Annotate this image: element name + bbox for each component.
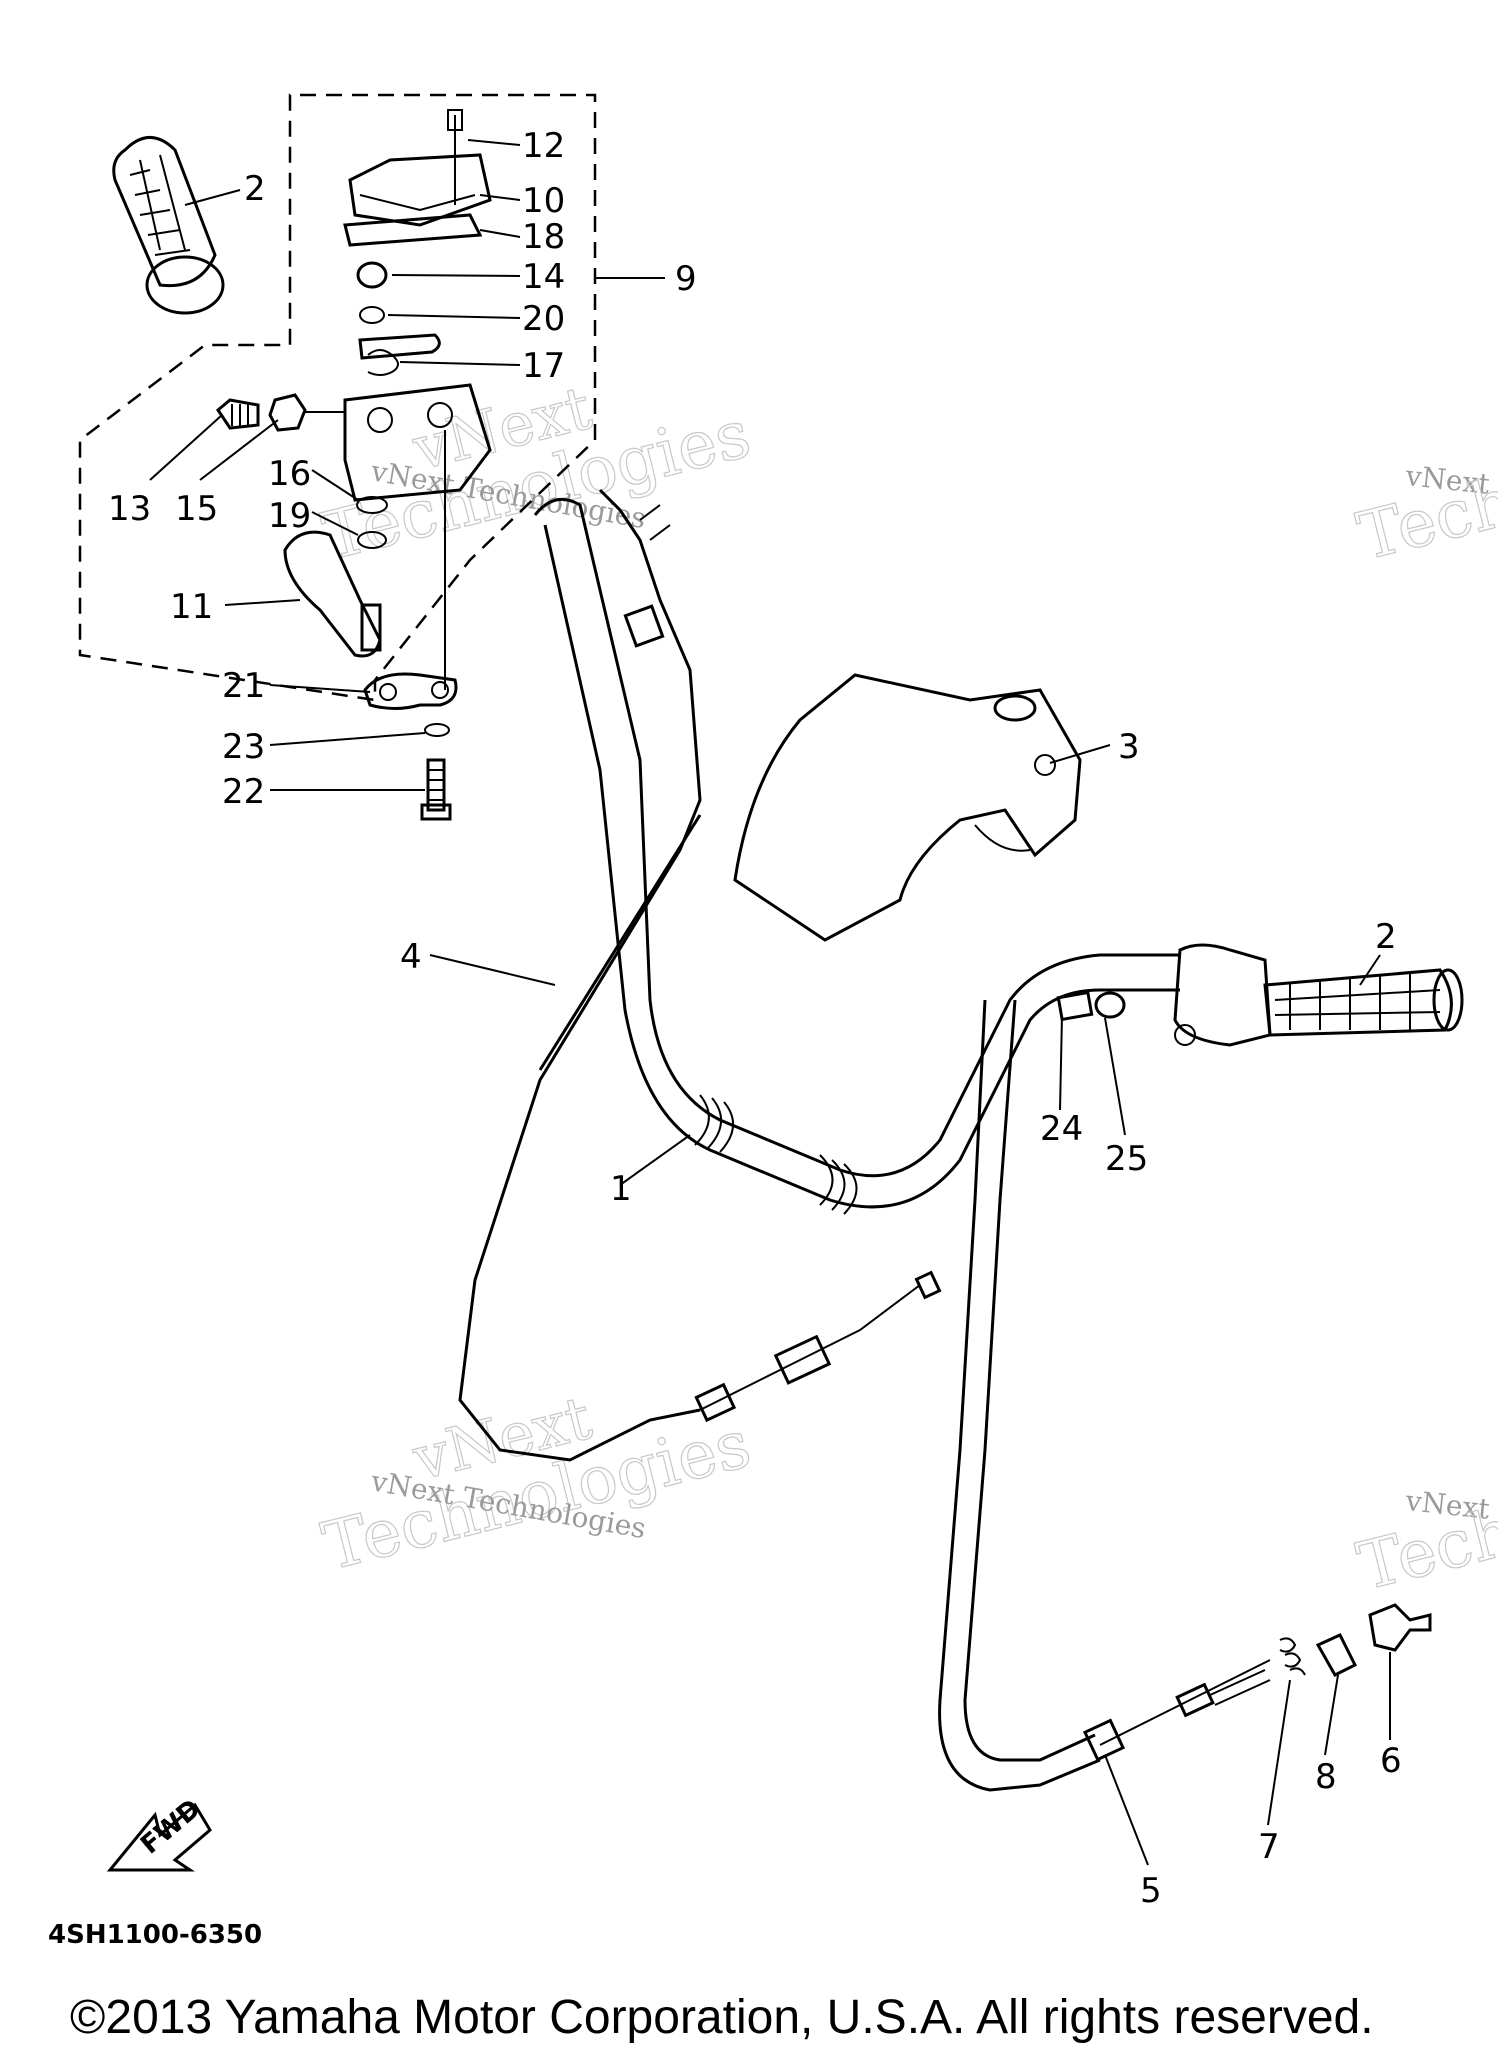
callout-18: 18 (522, 217, 565, 257)
throttle-cable-4 (458, 488, 942, 1462)
callout-2-left: 2 (244, 169, 266, 209)
adjuster-parts (1056, 990, 1126, 1022)
assembly-boundary (78, 93, 597, 702)
callout-5: 5 (1140, 1871, 1162, 1911)
callout-21: 21 (222, 666, 265, 706)
callout-4: 4 (400, 937, 422, 977)
diagram-code: 4SH1100-6350 (48, 1920, 262, 1950)
right-grip (1173, 943, 1464, 1047)
clamp-and-bolt (363, 672, 458, 821)
switch-assembly (343, 109, 492, 690)
callout-8: 8 (1315, 1757, 1337, 1797)
throttle-cable-5 (938, 999, 1271, 1792)
watermark-edge-top: vNext Tech (1350, 459, 1498, 576)
callout-20: 20 (522, 299, 565, 339)
fwd-arrow: FWD (106, 1794, 212, 1872)
callout-3: 3 (1118, 727, 1140, 767)
leader-lines (149, 139, 1391, 1866)
callout-25: 25 (1105, 1139, 1148, 1179)
callout-6: 6 (1380, 1741, 1402, 1781)
handlebar-cover (733, 673, 1082, 942)
callout-2-right: 2 (1375, 917, 1397, 957)
callout-13: 13 (108, 489, 151, 529)
callout-17: 17 (522, 346, 565, 386)
callout-7: 7 (1258, 1827, 1280, 1867)
callout-9: 9 (675, 259, 697, 299)
callout-19: 19 (268, 496, 311, 536)
callout-24: 24 (1040, 1109, 1083, 1149)
callout-10: 10 (522, 181, 565, 221)
copyright-notice: ©2013 Yamaha Motor Corporation, U.S.A. A… (70, 1991, 1374, 2044)
callout-15: 15 (175, 489, 218, 529)
callout-1: 1 (610, 1169, 632, 1209)
callout-14: 14 (522, 257, 565, 297)
callout-22: 22 (222, 772, 265, 812)
small-parts-6-7-8 (1279, 1603, 1432, 1677)
callout-12: 12 (522, 126, 565, 166)
callout-23: 23 (222, 727, 265, 767)
watermark-edge-bottom: vNext Tech (1350, 1484, 1498, 1606)
screw-and-nut (216, 393, 307, 432)
callout-11: 11 (170, 587, 213, 627)
left-grip (112, 136, 225, 315)
watermark-center-bottom: vNext Technologies vNext Technologies (315, 1383, 759, 1587)
part-callouts: 2 12 10 18 14 9 20 17 13 15 16 19 11 21 … (108, 126, 1402, 1911)
handlebar (533, 497, 1180, 1215)
throttle-lever (283, 530, 382, 658)
callout-16: 16 (268, 454, 311, 494)
